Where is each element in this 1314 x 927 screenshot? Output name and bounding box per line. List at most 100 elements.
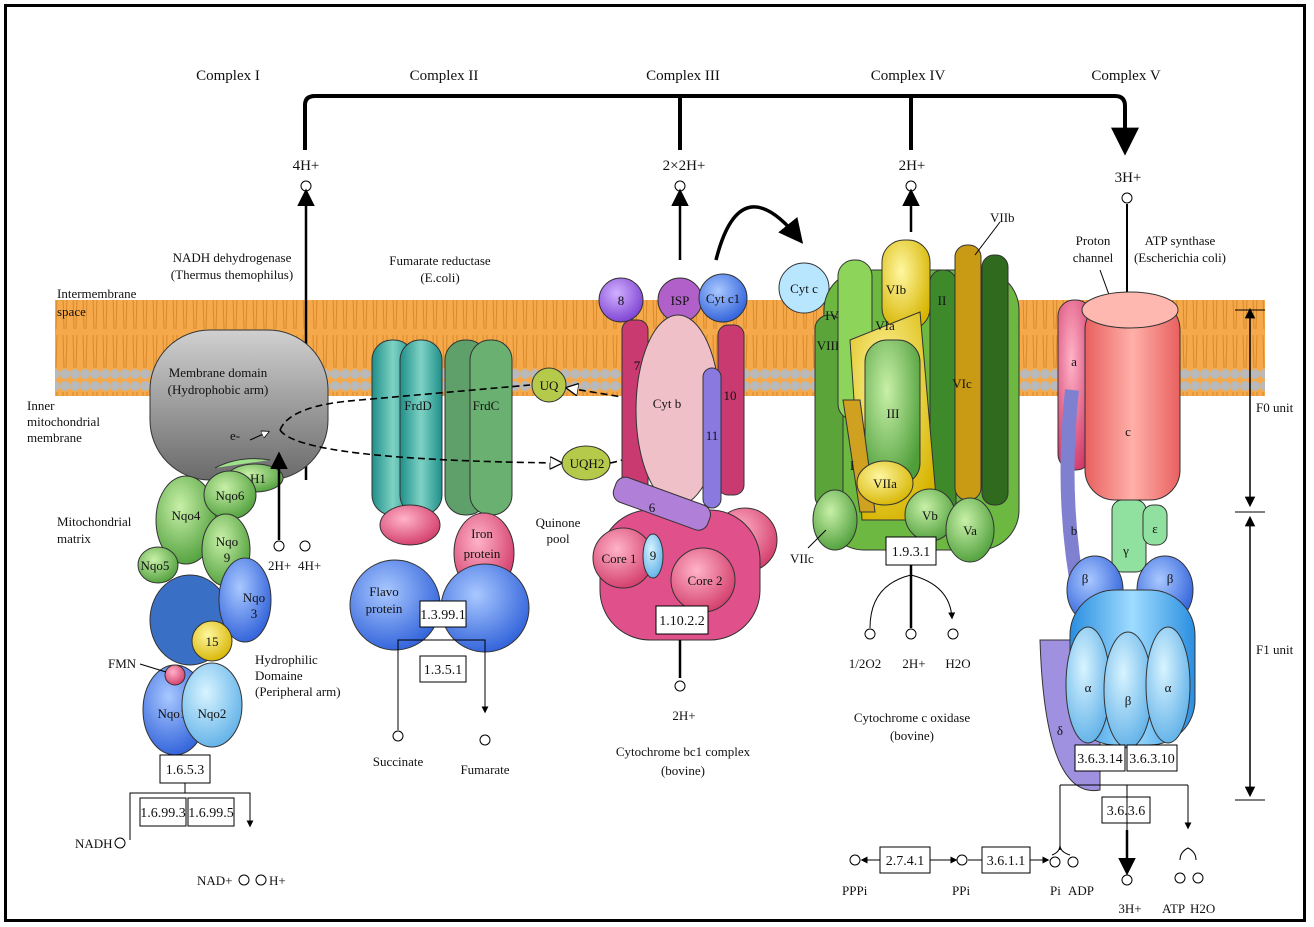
c5-subunit-c[interactable] xyxy=(1085,300,1180,500)
proton-node-c4[interactable] xyxy=(906,181,916,191)
c2-flavo-1: Flavo xyxy=(369,584,399,599)
c2-iron-1: Iron xyxy=(471,526,493,541)
pi-node-c5[interactable] xyxy=(1050,857,1060,867)
cyt-c-label: Cyt c xyxy=(790,281,818,296)
o2-label: 1/2O2 xyxy=(849,656,882,671)
c4-viic-shape xyxy=(813,490,857,550)
proton-node-c1[interactable] xyxy=(301,181,311,191)
ims-label-1: Intermembrane xyxy=(57,286,137,301)
o2-node[interactable] xyxy=(865,629,875,639)
c5-ring-top xyxy=(1082,292,1178,328)
matrix-label-2: matrix xyxy=(57,531,91,546)
proton-node-c3[interactable] xyxy=(675,181,685,191)
succinate-label: Succinate xyxy=(373,754,424,769)
h2o-node[interactable] xyxy=(948,629,958,639)
f0-label: F0 unit xyxy=(1256,400,1294,415)
atp-node[interactable] xyxy=(1175,873,1185,883)
ims-label-2: space xyxy=(57,304,86,319)
c1-h-out-node[interactable] xyxy=(300,541,310,551)
c1-hydrophilic-1: Hydrophilic xyxy=(255,652,318,667)
proton-label-c1: 4H+ xyxy=(293,158,320,174)
ec-3-6-1-1-label: 3.6.1.1 xyxy=(987,854,1026,869)
c4-o2-line xyxy=(870,575,911,628)
ec-1-9-3-1-label: 1.9.3.1 xyxy=(892,545,931,560)
ec-1-6-5-3-label: 1.6.5.3 xyxy=(166,763,205,778)
c5-proton-2: channel xyxy=(1073,250,1114,265)
c3-s6-label: 6 xyxy=(649,500,656,515)
c4-h-node[interactable] xyxy=(906,629,916,639)
c5-pi-adp-fork xyxy=(1052,845,1070,855)
c3-core2-label: Core 2 xyxy=(687,573,722,588)
ec-1-3-5-1-label: 1.3.5.1 xyxy=(424,663,463,678)
adp-node[interactable] xyxy=(1068,857,1078,867)
inner-label-2: mitochondrial xyxy=(27,414,100,429)
c5-h-node[interactable] xyxy=(1122,875,1132,885)
title-complex-1: Complex I xyxy=(196,68,260,84)
c2-frdc-b[interactable] xyxy=(470,340,512,515)
c2-frdd-b[interactable] xyxy=(400,340,442,515)
c5-beta-left-label: β xyxy=(1082,571,1089,586)
c1-subunit-15-label: 15 xyxy=(206,634,219,649)
c3-s9-label: 9 xyxy=(650,548,657,563)
c4-h-label: 2H+ xyxy=(902,656,925,671)
ppi-node[interactable] xyxy=(957,855,967,865)
c4-name-1: Cytochrome c oxidase xyxy=(854,710,970,725)
c4-iii-label: III xyxy=(887,406,900,421)
nad-node[interactable] xyxy=(239,875,249,885)
c5-alpha-left-label: α xyxy=(1085,680,1092,695)
c4-vic[interactable] xyxy=(955,245,981,500)
adp-label: ADP xyxy=(1068,883,1094,898)
c3-s8-label: 8 xyxy=(618,293,625,308)
c4-va-label: Va xyxy=(963,523,977,538)
c1-nqo3-label-b: 3 xyxy=(251,606,258,621)
h2o-node-c5[interactable] xyxy=(1193,873,1203,883)
c3-h-node[interactable] xyxy=(675,681,685,691)
proton-node-c5[interactable] xyxy=(1122,193,1132,203)
h-node-c1[interactable] xyxy=(256,875,266,885)
c5-e-label: ε xyxy=(1152,521,1158,536)
c2-iron-2: protein xyxy=(464,546,501,561)
c4-viib-bar xyxy=(982,255,1008,505)
c1-nqo6-label: Nqo6 xyxy=(216,488,245,503)
c5-b-label: b xyxy=(1071,523,1078,538)
proton-label-c5: 3H+ xyxy=(1115,170,1142,186)
c1-membrane-domain[interactable] xyxy=(150,330,328,480)
title-complex-4: Complex IV xyxy=(871,68,946,84)
nadh-node[interactable] xyxy=(115,838,125,848)
c5-proton-1: Proton xyxy=(1076,233,1111,248)
c3-name-1: Cytochrome bc1 complex xyxy=(616,744,751,759)
ppi-label: PPi xyxy=(952,883,970,898)
c3-isp-label: ISP xyxy=(671,293,690,308)
c1-hydrophilic-3: (Peripheral arm) xyxy=(255,684,341,699)
c4-iv-label: IV xyxy=(825,308,839,323)
c5-d-label: δ xyxy=(1057,723,1063,738)
c2-ec-connector xyxy=(398,640,485,730)
c1-h-in-node[interactable] xyxy=(274,541,284,551)
ec-1-3-99-1-label: 1.3.99.1 xyxy=(420,608,466,623)
succinate-node[interactable] xyxy=(393,731,403,741)
c4-ii-label: II xyxy=(938,293,947,308)
c5-beta-center[interactable] xyxy=(1104,632,1152,748)
c1-fmn[interactable] xyxy=(165,665,185,685)
h2o-label-c5: H2O xyxy=(1190,901,1215,916)
c3-subunit-10[interactable] xyxy=(718,325,744,495)
ec-1-6-99-3-label: 1.6.99.3 xyxy=(140,806,186,821)
uq-label: UQ xyxy=(540,378,559,393)
c1-h-in-label: 2H+ xyxy=(268,558,291,573)
proton-label-c3: 2×2H+ xyxy=(663,158,706,174)
c1-nqo5-label: Nqo5 xyxy=(141,558,170,573)
c4-via-label: VIa xyxy=(875,318,895,333)
c1-membrane-domain-label-1: Membrane domain xyxy=(169,365,268,380)
pppi-node[interactable] xyxy=(850,855,860,865)
c5-subunit-g[interactable] xyxy=(1112,500,1146,572)
atp-label: ATP xyxy=(1162,901,1185,916)
c5-alpha-right-label: α xyxy=(1165,680,1172,695)
pi-label-c5: Pi xyxy=(1050,883,1061,898)
c1-nqo2[interactable] xyxy=(182,663,242,747)
fumarate-node[interactable] xyxy=(480,735,490,745)
title-complex-3: Complex III xyxy=(646,68,720,84)
h2o-label: H2O xyxy=(945,656,970,671)
c3-cytb-label: Cyt b xyxy=(653,396,682,411)
c1-nqo9-label-a: Nqo xyxy=(216,534,238,549)
c3-h-label: 2H+ xyxy=(672,708,695,723)
